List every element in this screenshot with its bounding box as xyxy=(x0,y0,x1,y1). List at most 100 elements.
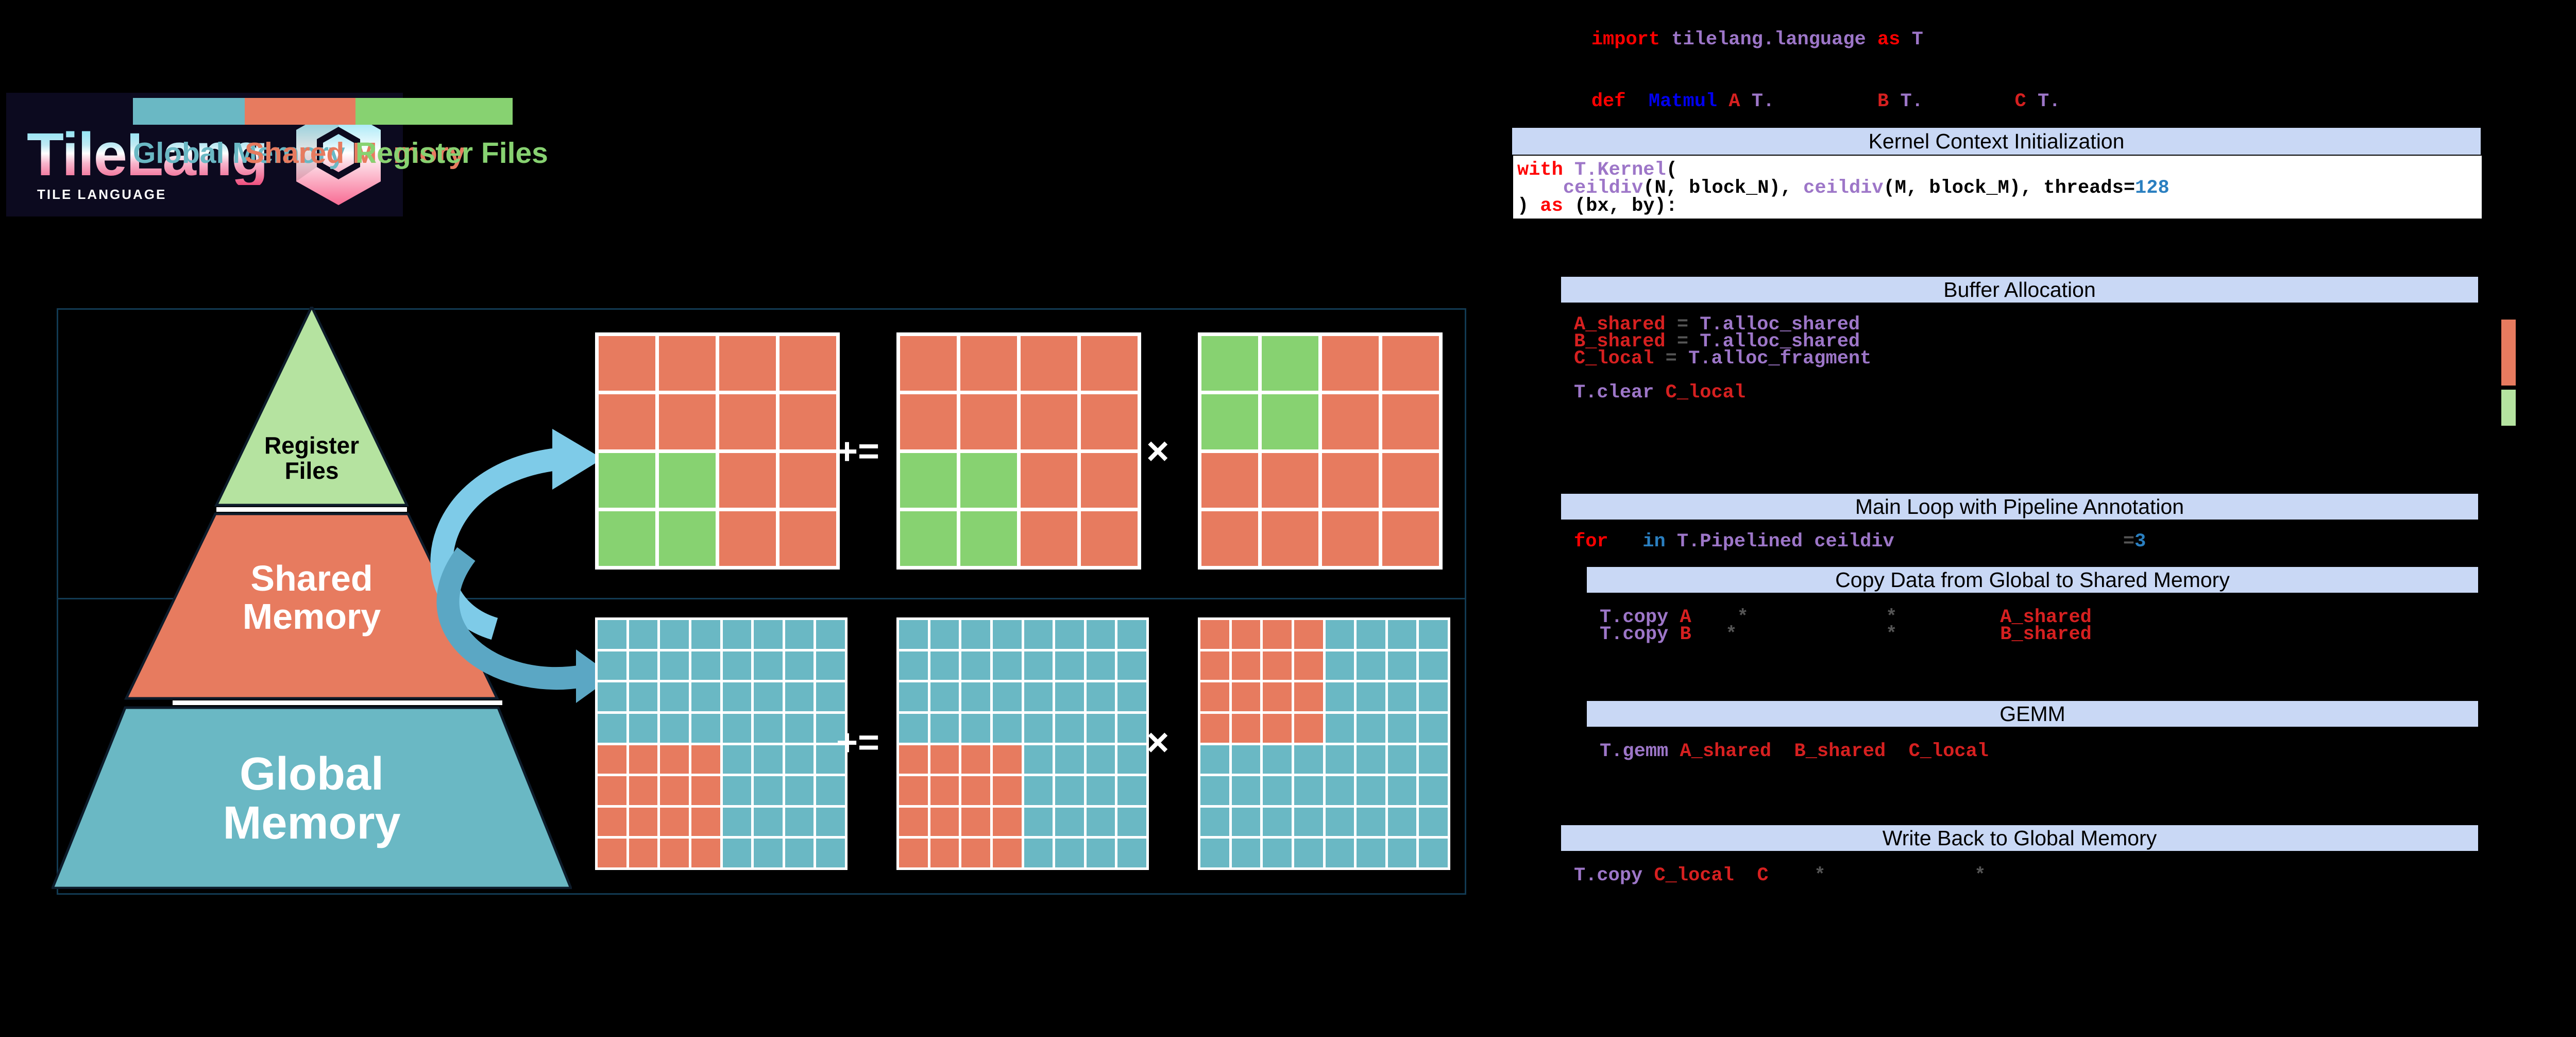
matrix-cell xyxy=(1086,682,1115,711)
matrix-cell xyxy=(992,713,1022,743)
matrix-cell xyxy=(1262,453,1318,508)
matrix-cell xyxy=(1294,807,1323,837)
matrix-cell xyxy=(785,713,814,743)
matrix-cell xyxy=(1081,336,1138,391)
code-token: 3 xyxy=(2134,531,2146,553)
matrix-cell xyxy=(660,651,689,680)
code-token xyxy=(1668,741,1680,762)
matrix-cell xyxy=(754,682,783,711)
matrix-cell xyxy=(900,453,957,508)
shared-arrow-icon xyxy=(436,547,584,690)
matrix-cell xyxy=(785,682,814,711)
code-token: C_local xyxy=(1665,382,1746,404)
matrix-cell xyxy=(1086,651,1115,680)
matrix-cell xyxy=(1055,745,1084,774)
accumulate-operator: += xyxy=(836,722,880,763)
matrix-cell xyxy=(1294,620,1323,649)
matrix-cell xyxy=(1200,807,1229,837)
matrix-cell xyxy=(1387,807,1417,837)
matrix-cell xyxy=(1021,394,1077,449)
matrix-cell xyxy=(1263,713,1292,743)
matrix-cell xyxy=(899,745,928,774)
matrix-cell xyxy=(1357,682,1385,711)
memory-hierarchy-pyramid: Register Files Shared Memory Global Memo… xyxy=(52,307,572,889)
matrix-cell xyxy=(1231,807,1261,837)
matrix-cell xyxy=(1117,839,1146,867)
matrix-cell xyxy=(992,745,1022,774)
code-line: C_local = T.alloc_fragment xyxy=(1574,349,1871,369)
matrix-cell xyxy=(1325,620,1354,649)
tilelang-cube-icon xyxy=(296,106,381,205)
code-token xyxy=(1691,624,1726,645)
code-token: C_local xyxy=(1654,865,1734,887)
code-token: B_shared xyxy=(2000,624,2092,645)
matrix-cell xyxy=(785,651,814,680)
register-arrow-head xyxy=(552,429,603,490)
matrix-cell xyxy=(961,620,990,649)
matrix-cell xyxy=(1322,453,1379,508)
code-token xyxy=(1642,865,1654,887)
matrix-cell xyxy=(1262,394,1318,449)
shared-arrow-head xyxy=(576,649,613,703)
code-token: A xyxy=(1680,607,1691,628)
matrix-cell xyxy=(816,745,845,774)
matrix-cell xyxy=(785,807,814,837)
matrix-cell xyxy=(1021,453,1077,508)
matrix-cell xyxy=(629,776,658,805)
matrix-cell xyxy=(754,620,783,649)
matrix-cell xyxy=(1117,745,1146,774)
kernel-context-code-box xyxy=(1512,155,2483,220)
matrix-cell xyxy=(1200,682,1229,711)
matrix-cell xyxy=(992,620,1022,649)
matrix-cell xyxy=(691,776,720,805)
matrix-C-fragment xyxy=(595,332,840,570)
matrix-cell xyxy=(1387,620,1417,649)
matrix-cell xyxy=(754,713,783,743)
legend-label-1: Shared Memory xyxy=(245,137,465,170)
matrix-cell xyxy=(1325,745,1354,774)
matrix-cell xyxy=(816,713,845,743)
code-line: for in T.Pipelined ceildiv =3 xyxy=(1574,532,2146,551)
matrix-cell xyxy=(960,336,1017,391)
matrix-cell xyxy=(960,453,1017,508)
matrix-cell xyxy=(722,807,752,837)
matrix-cell xyxy=(785,839,814,867)
matrix-cell xyxy=(960,511,1017,566)
matrix-cell xyxy=(1055,776,1084,805)
code-token: = xyxy=(1654,348,1689,370)
matrix-cell xyxy=(1294,682,1323,711)
matrix-cell xyxy=(1200,839,1229,867)
code-token: in xyxy=(1642,531,1666,553)
matrix-cell xyxy=(1231,713,1261,743)
matrix-cell xyxy=(930,682,959,711)
matrix-cell xyxy=(779,453,836,508)
matrix-cell xyxy=(629,620,658,649)
code-line: B_shared = T.alloc_shared xyxy=(1574,332,1860,352)
matrix-cell xyxy=(899,620,928,649)
matrix-cell xyxy=(1086,713,1115,743)
matrix-cell xyxy=(1387,713,1417,743)
matrix-cell xyxy=(1419,839,1448,867)
matrix-cell xyxy=(1081,394,1138,449)
code-token xyxy=(1894,531,2123,553)
pyramid-tier-register-files xyxy=(214,307,409,507)
matrix-cell xyxy=(961,745,990,774)
param-a: A xyxy=(1728,91,1740,112)
code-token: A_shared xyxy=(2000,607,2092,628)
matrix-cell xyxy=(722,776,752,805)
code-line: T.copy B * * B_shared xyxy=(1600,625,2092,644)
matrix-cell xyxy=(722,651,752,680)
matrix-cell xyxy=(1055,620,1084,649)
param-b-type: T. xyxy=(1900,91,1923,112)
code-token xyxy=(1737,624,1886,645)
matrix-cell xyxy=(659,453,716,508)
matrix-cell xyxy=(1055,807,1084,837)
code-token xyxy=(1826,865,1975,887)
code-token xyxy=(1734,865,1757,887)
matrix-cell xyxy=(1294,651,1323,680)
code-token: T.copy xyxy=(1574,865,1643,887)
code-token: ceildiv xyxy=(1563,177,1643,199)
matrix-cell xyxy=(599,336,655,391)
matrix-cell xyxy=(722,620,752,649)
matrix-cell xyxy=(1117,620,1146,649)
